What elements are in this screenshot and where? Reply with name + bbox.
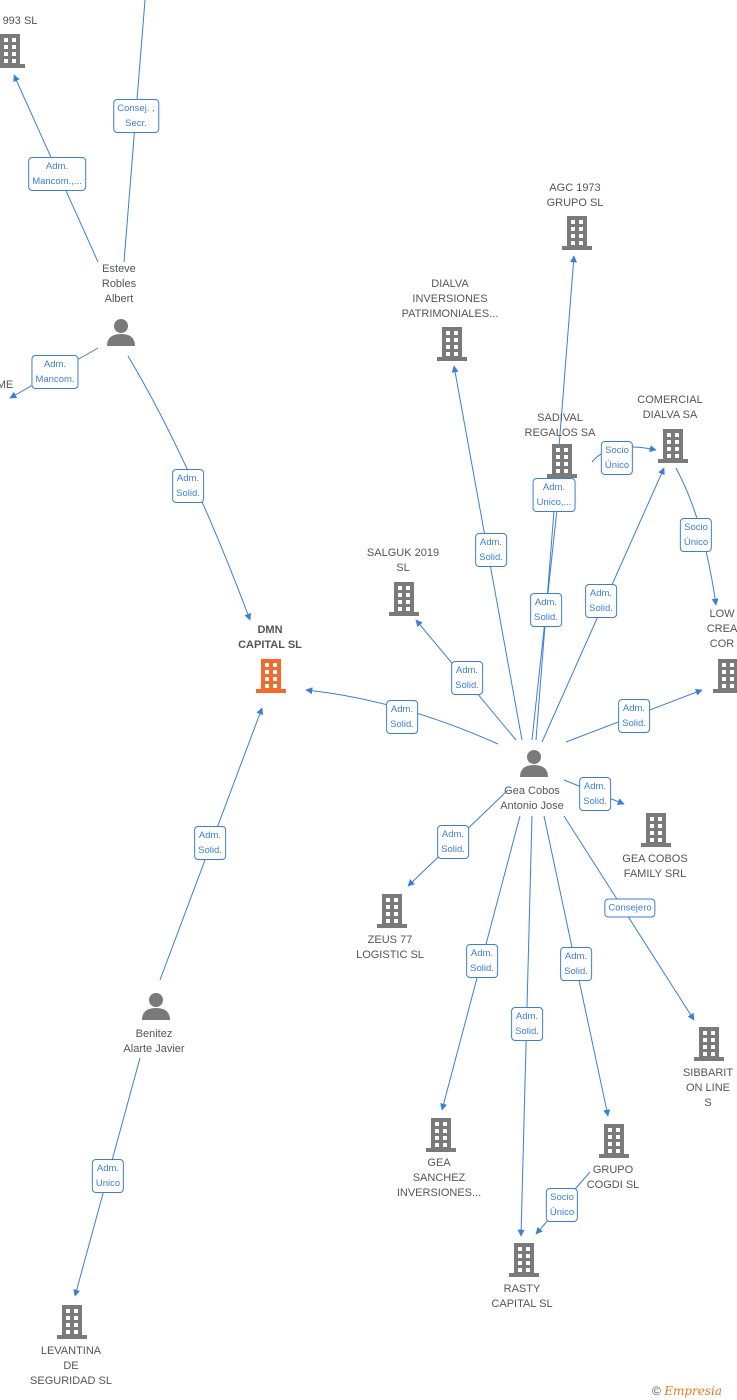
building-icon <box>389 582 419 616</box>
building-icon <box>509 1243 539 1277</box>
company-label[interactable]: RASTY CAPITAL SL <box>491 1283 553 1310</box>
role-label[interactable]: Adm. Solid. <box>451 661 483 695</box>
person-label[interactable]: Esteve Robles Albert <box>101 263 137 305</box>
company-label[interactable]: GEA SANCHEZ INVERSIONES... <box>396 1157 482 1199</box>
role-label[interactable]: Adm. Solid. <box>618 699 650 733</box>
role-label[interactable]: Socio Único <box>545 1188 579 1222</box>
focus-company-label[interactable]: DMN CAPITAL SL <box>238 624 302 651</box>
building-icon <box>641 813 671 847</box>
role-label[interactable]: Adm. Solid. <box>585 584 617 618</box>
company-label[interactable]: SADIVAL REGALOS SA <box>524 412 596 439</box>
role-label[interactable]: Adm. Solid. <box>579 777 611 811</box>
credit: © Empresia <box>652 1384 722 1398</box>
building-icon <box>694 1027 724 1061</box>
role-label[interactable]: Consej. , Secr. <box>113 99 159 133</box>
role-label[interactable]: Socio Único <box>600 441 634 475</box>
role-label[interactable]: Adm. Solid. <box>437 825 469 859</box>
company-label[interactable]: SALGUK 2019 SL <box>366 547 440 574</box>
role-label[interactable]: Adm. Solid. <box>386 700 418 734</box>
person-label[interactable]: Gea Cobos Antonio Jose <box>500 785 564 812</box>
person-icon <box>142 993 170 1020</box>
role-label[interactable]: Adm. Solid. <box>530 593 562 627</box>
building-icon <box>713 659 737 693</box>
company-label[interactable]: ME <box>0 379 14 391</box>
building-icon <box>57 1305 87 1339</box>
edge-gea-sibbarit <box>563 815 695 1021</box>
building-icon <box>658 429 688 463</box>
company-label[interactable]: GEA COBOS FAMILY SRL <box>622 853 688 880</box>
company-label[interactable]: COMERCIAL DIALVA SA <box>637 394 703 421</box>
company-label[interactable]: LEVANTINA DE SEGURIDAD SL <box>30 1345 112 1387</box>
company-label[interactable]: DIALVA INVERSIONES PATRIMONIALES... <box>401 278 499 320</box>
role-label[interactable]: Socio Único <box>679 518 713 552</box>
role-label[interactable]: Adm. Solid. <box>511 1007 543 1041</box>
role-label[interactable]: Adm. Mancom.,... <box>28 157 86 191</box>
role-label[interactable]: Adm. Solid. <box>475 533 507 567</box>
role-label[interactable]: Adm. Solid. <box>172 469 204 503</box>
brand-logo: Empresia <box>664 1384 722 1398</box>
building-icon <box>256 659 286 693</box>
building-icon <box>547 444 577 478</box>
person-label[interactable]: Benitez Alarte Javier <box>123 1028 185 1055</box>
building-icon <box>426 1118 456 1152</box>
company-label[interactable]: LOW CREA COR <box>706 608 737 650</box>
company-label[interactable]: SIBBARIT ON LINE S <box>682 1067 734 1109</box>
company-label[interactable]: AGC 1973 GRUPO SL <box>546 182 604 209</box>
building-icon <box>599 1124 629 1158</box>
building-icon <box>562 216 592 250</box>
role-label[interactable]: Consejero <box>604 898 656 918</box>
role-label[interactable]: Adm. Solid. <box>466 944 498 978</box>
building-icon <box>437 327 467 361</box>
role-label[interactable]: Adm. Mancom. <box>31 355 79 389</box>
copyright-symbol: © <box>652 1384 661 1398</box>
company-label[interactable]: 993 SL <box>2 15 38 27</box>
role-label[interactable]: Adm. Unico,... <box>532 478 576 512</box>
company-label[interactable]: GRUPO COGDI SL <box>586 1164 640 1191</box>
person-icon <box>520 750 548 777</box>
person-icon <box>107 319 135 346</box>
role-label[interactable]: Adm. Unico <box>91 1159 125 1193</box>
building-icon <box>0 34 25 68</box>
role-label[interactable]: Adm. Solid. <box>560 947 592 981</box>
role-label[interactable]: Adm. Solid. <box>194 826 226 860</box>
building-icon <box>377 894 407 928</box>
company-label[interactable]: ZEUS 77 LOGISTIC SL <box>356 934 424 961</box>
